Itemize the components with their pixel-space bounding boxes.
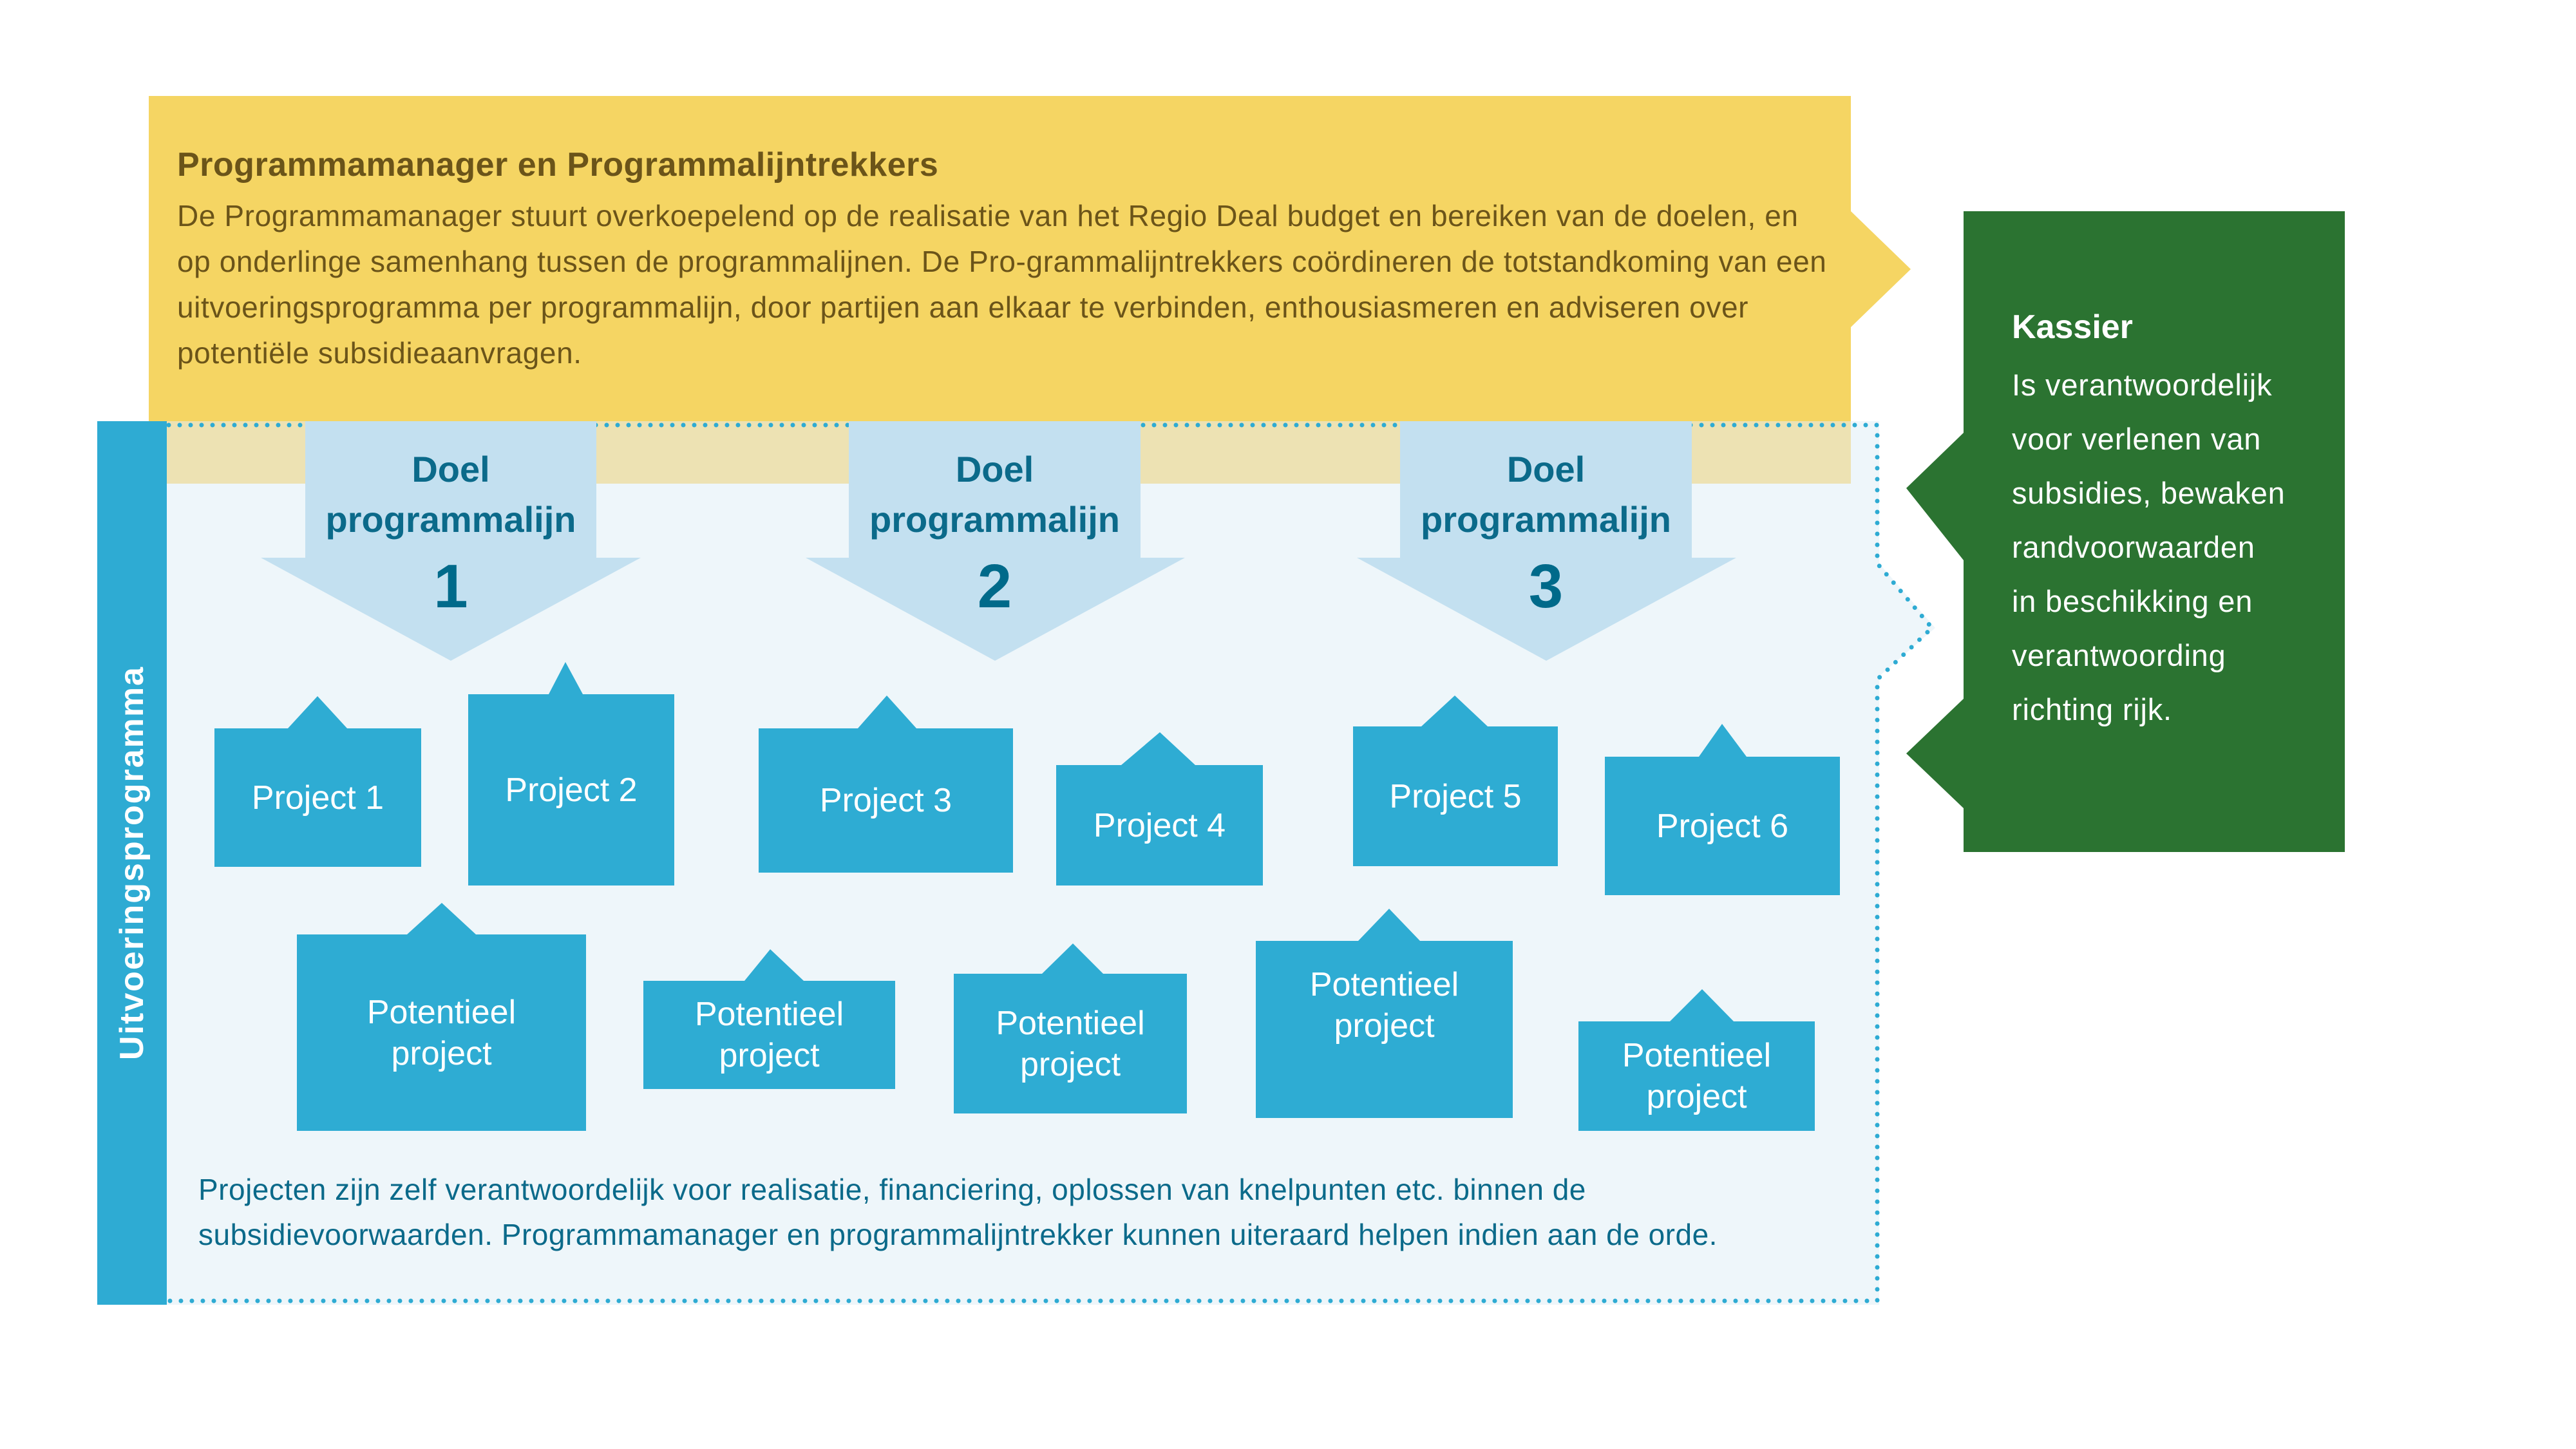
kassier-line: subsidies, bewaken: [2012, 476, 2286, 510]
potential-label-1[interactable]: Potentieel project: [297, 934, 586, 1131]
doel-line2: programmalijn: [1421, 499, 1671, 540]
project-label-3[interactable]: Project 3: [819, 782, 952, 819]
potential-line2: project: [1646, 1078, 1747, 1115]
kassier-description: Is verantwoordelijk voor verlenen van su…: [2012, 358, 2334, 737]
doel-arrow-1: [261, 421, 641, 661]
project-box-3[interactable]: [759, 696, 1013, 873]
potential-line1: Potentieel: [694, 996, 844, 1033]
doel-number: 2: [977, 552, 1012, 621]
doel-number: 1: [433, 552, 468, 621]
potential-box-2[interactable]: [643, 949, 895, 1089]
panel-dotted-border: [166, 422, 1935, 1303]
project-label-4[interactable]: Project 4: [1093, 806, 1226, 844]
doel-label-3: Doel programmalijn 3: [1400, 444, 1692, 622]
doel-number: 3: [1528, 552, 1564, 621]
potential-line2: project: [719, 1037, 820, 1074]
kassier-line: richting rijk.: [2012, 692, 2172, 726]
project-box-5[interactable]: [1353, 696, 1558, 866]
kassier-line: randvoorwaarden: [2012, 530, 2255, 564]
manager-description: De Programmamanager stuurt overkoepelend…: [177, 199, 1827, 370]
potential-label-5[interactable]: Potentieel project: [1578, 1021, 1815, 1131]
side-label: Uitvoeringsprogramma: [97, 421, 167, 1305]
kassier-line: Is verantwoordelijk: [2012, 368, 2273, 402]
potential-box-1[interactable]: [297, 903, 586, 1131]
potential-line2: project: [1019, 1045, 1121, 1083]
potential-label-4[interactable]: Potentieel project: [1256, 941, 1513, 1070]
kassier-line: verantwoording: [2012, 638, 2226, 672]
doel-line1: Doel: [412, 449, 490, 489]
doel-line2: programmalijn: [325, 499, 576, 540]
project-box-2[interactable]: [468, 662, 674, 886]
footer-note: Projecten zijn zelf verantwoordelijk voo…: [198, 1173, 1718, 1251]
doel-line1: Doel: [955, 449, 1034, 489]
project-label-2[interactable]: Project 2: [505, 771, 638, 809]
potential-line2: project: [391, 1034, 492, 1072]
doel-line2: programmalijn: [869, 499, 1120, 540]
potential-line1: Potentieel: [366, 993, 516, 1031]
doel-label-2: Doel programmalijn 2: [849, 444, 1141, 622]
project-label-5[interactable]: Project 5: [1389, 777, 1522, 815]
potential-line1: Potentieel: [1309, 966, 1459, 1003]
project-box-4[interactable]: [1056, 732, 1263, 886]
potential-line1: Potentieel: [1622, 1037, 1772, 1074]
doel-line1: Doel: [1506, 449, 1586, 489]
doel-arrow-3: [1357, 421, 1736, 661]
manager-title: Programmamanager en Programmalijntrekker…: [177, 146, 939, 184]
potential-label-3[interactable]: Potentieel project: [954, 974, 1187, 1113]
potential-box-5[interactable]: [1578, 989, 1815, 1131]
manager-box: [149, 96, 1911, 484]
kassier-line: in beschikking en: [2012, 584, 2253, 618]
potential-label-2[interactable]: Potentieel project: [643, 981, 895, 1089]
kassier-title: Kassier: [2012, 308, 2133, 346]
potential-line1: Potentieel: [996, 1004, 1145, 1042]
doel-label-1: Doel programmalijn 1: [305, 444, 596, 622]
potential-line2: project: [1334, 1007, 1435, 1045]
side-bar: [97, 421, 167, 1305]
side-label-text: Uitvoeringsprogramma: [113, 665, 151, 1061]
kassier-line: voor verlenen van: [2012, 422, 2262, 456]
project-box-1[interactable]: [214, 696, 421, 867]
potential-box-3[interactable]: [954, 943, 1187, 1113]
potential-box-4[interactable]: [1256, 909, 1513, 1118]
project-box-6[interactable]: [1605, 724, 1840, 895]
kassier-box: [1906, 211, 2345, 852]
project-label-6[interactable]: Project 6: [1656, 807, 1789, 845]
project-label-1[interactable]: Project 1: [251, 779, 384, 817]
doel-arrow-2: [806, 421, 1185, 661]
